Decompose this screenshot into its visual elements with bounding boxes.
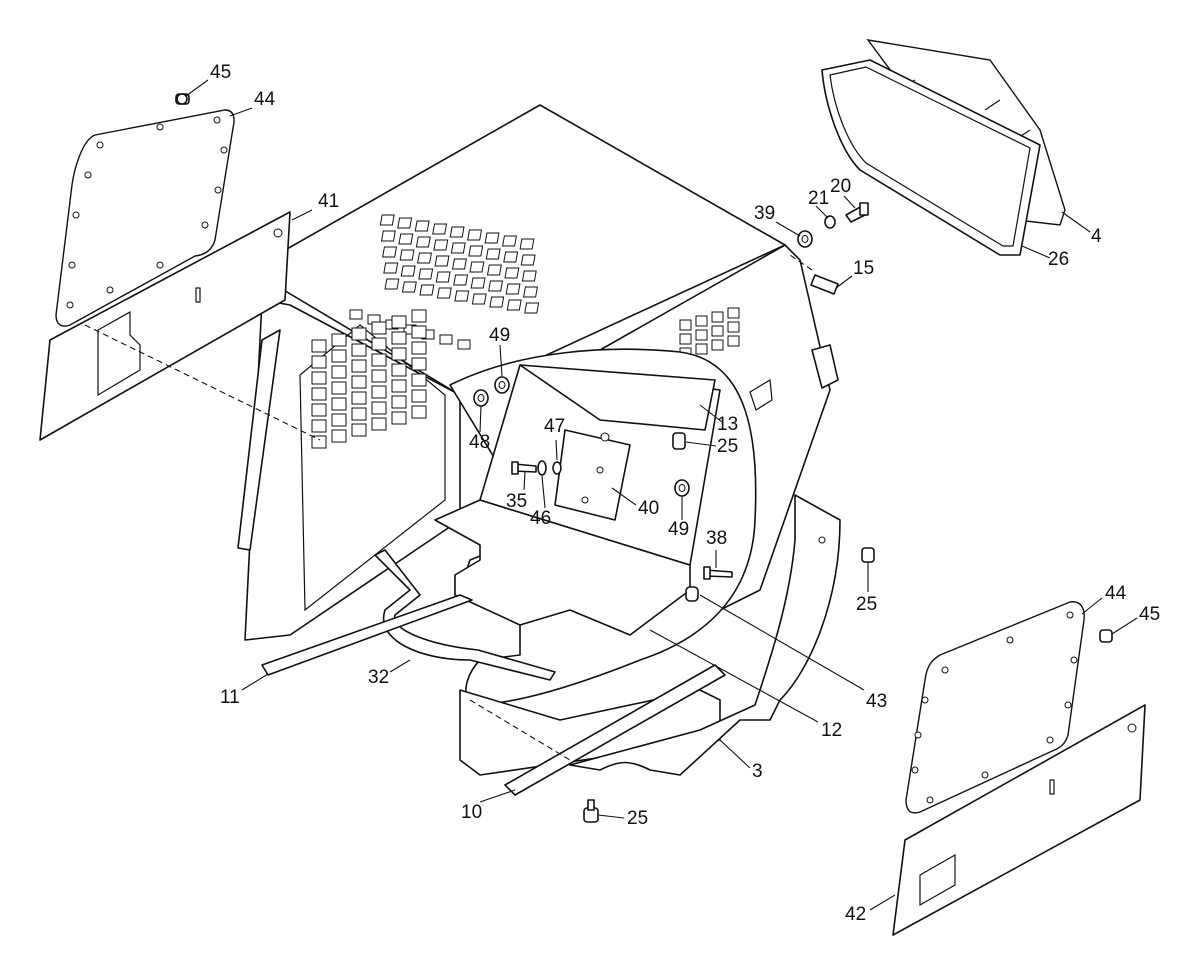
callout-45-right: 45 — [1139, 604, 1160, 625]
bolt-25-right — [861, 547, 875, 563]
callout-44-right: 44 — [1105, 583, 1127, 604]
side-panel-3 — [569, 494, 841, 776]
washer-21 — [824, 215, 836, 229]
washer-49-lower — [674, 479, 690, 497]
pin-43 — [685, 586, 699, 602]
roof-mesh-vent — [349, 214, 540, 350]
washer-49-top — [494, 376, 510, 394]
pin-15 — [810, 274, 839, 295]
bolt-20 — [845, 202, 869, 223]
callout-13: 13 — [717, 414, 738, 435]
side-mesh-vent — [311, 309, 427, 449]
gasket-26 — [821, 59, 1041, 256]
callout-4: 4 — [1091, 226, 1102, 247]
fastener-45-right — [1099, 629, 1113, 643]
callout-45-left: 45 — [210, 62, 231, 83]
step-bar-11 — [261, 594, 473, 676]
callout-26: 26 — [1048, 249, 1069, 270]
callout-20: 20 — [830, 176, 851, 197]
callout-3: 3 — [752, 761, 763, 782]
callout-12: 12 — [821, 720, 842, 741]
cab-left-wall — [237, 299, 461, 641]
callout-35: 35 — [506, 491, 527, 512]
callout-39: 39 — [754, 203, 775, 224]
callout-42: 42 — [845, 904, 866, 925]
plate-13 — [519, 364, 716, 431]
fastener-45-left — [175, 93, 190, 105]
callout-49-lower: 49 — [668, 519, 689, 540]
callout-15: 15 — [853, 258, 874, 279]
callout-10: 10 — [461, 802, 482, 823]
right-side-panel-42 — [892, 704, 1146, 936]
bolt-25-bottom — [583, 799, 599, 823]
bolt-25-top — [672, 432, 686, 450]
callout-46: 46 — [530, 508, 551, 529]
callout-labels: 45 44 41 20 21 39 4 26 15 49 48 13 25 47… — [210, 62, 1160, 925]
callout-25-bottom: 25 — [627, 808, 648, 829]
callout-25-top: 25 — [717, 436, 738, 457]
washer-47 — [552, 461, 562, 475]
right-window-44 — [905, 601, 1085, 814]
callout-48: 48 — [469, 432, 490, 453]
left-window-44 — [55, 109, 235, 327]
washer-48 — [473, 389, 489, 407]
bolt-35 — [511, 461, 537, 475]
left-side-panel-41 — [39, 211, 291, 441]
callout-38: 38 — [706, 528, 727, 549]
callout-43: 43 — [866, 691, 887, 712]
callout-49-top: 49 — [489, 325, 510, 346]
washer-39 — [797, 230, 813, 248]
callout-41: 41 — [318, 191, 339, 212]
washer-46 — [537, 460, 547, 476]
callout-32: 32 — [368, 667, 389, 688]
callout-47: 47 — [544, 416, 565, 437]
callout-44-left: 44 — [254, 89, 276, 110]
callout-11: 11 — [220, 687, 240, 708]
callout-25-right: 25 — [856, 594, 877, 615]
callout-40: 40 — [638, 498, 659, 519]
callout-21: 21 — [808, 188, 829, 209]
leader-lines — [185, 79, 1138, 911]
assembly-lines — [84, 254, 813, 761]
bolt-38 — [703, 566, 733, 580]
